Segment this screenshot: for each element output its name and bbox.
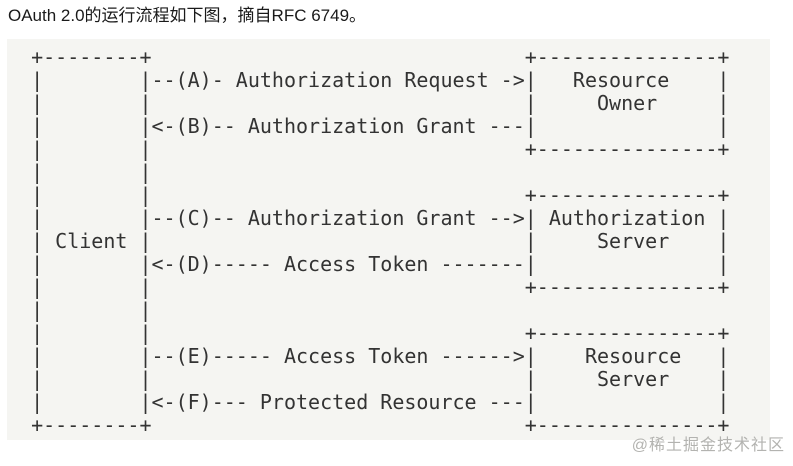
oauth-flow-ascii-diagram: +--------+ +---------------+ | |--(A)- A… [31,45,730,437]
intro-text: OAuth 2.0的运行流程如下图，摘自RFC 6749。 [8,6,367,25]
article-content: OAuth 2.0的运行流程如下图，摘自RFC 6749。 +--------+… [0,5,793,454]
oauth-flow-code-block: +--------+ +---------------+ | |--(A)- A… [7,39,770,440]
